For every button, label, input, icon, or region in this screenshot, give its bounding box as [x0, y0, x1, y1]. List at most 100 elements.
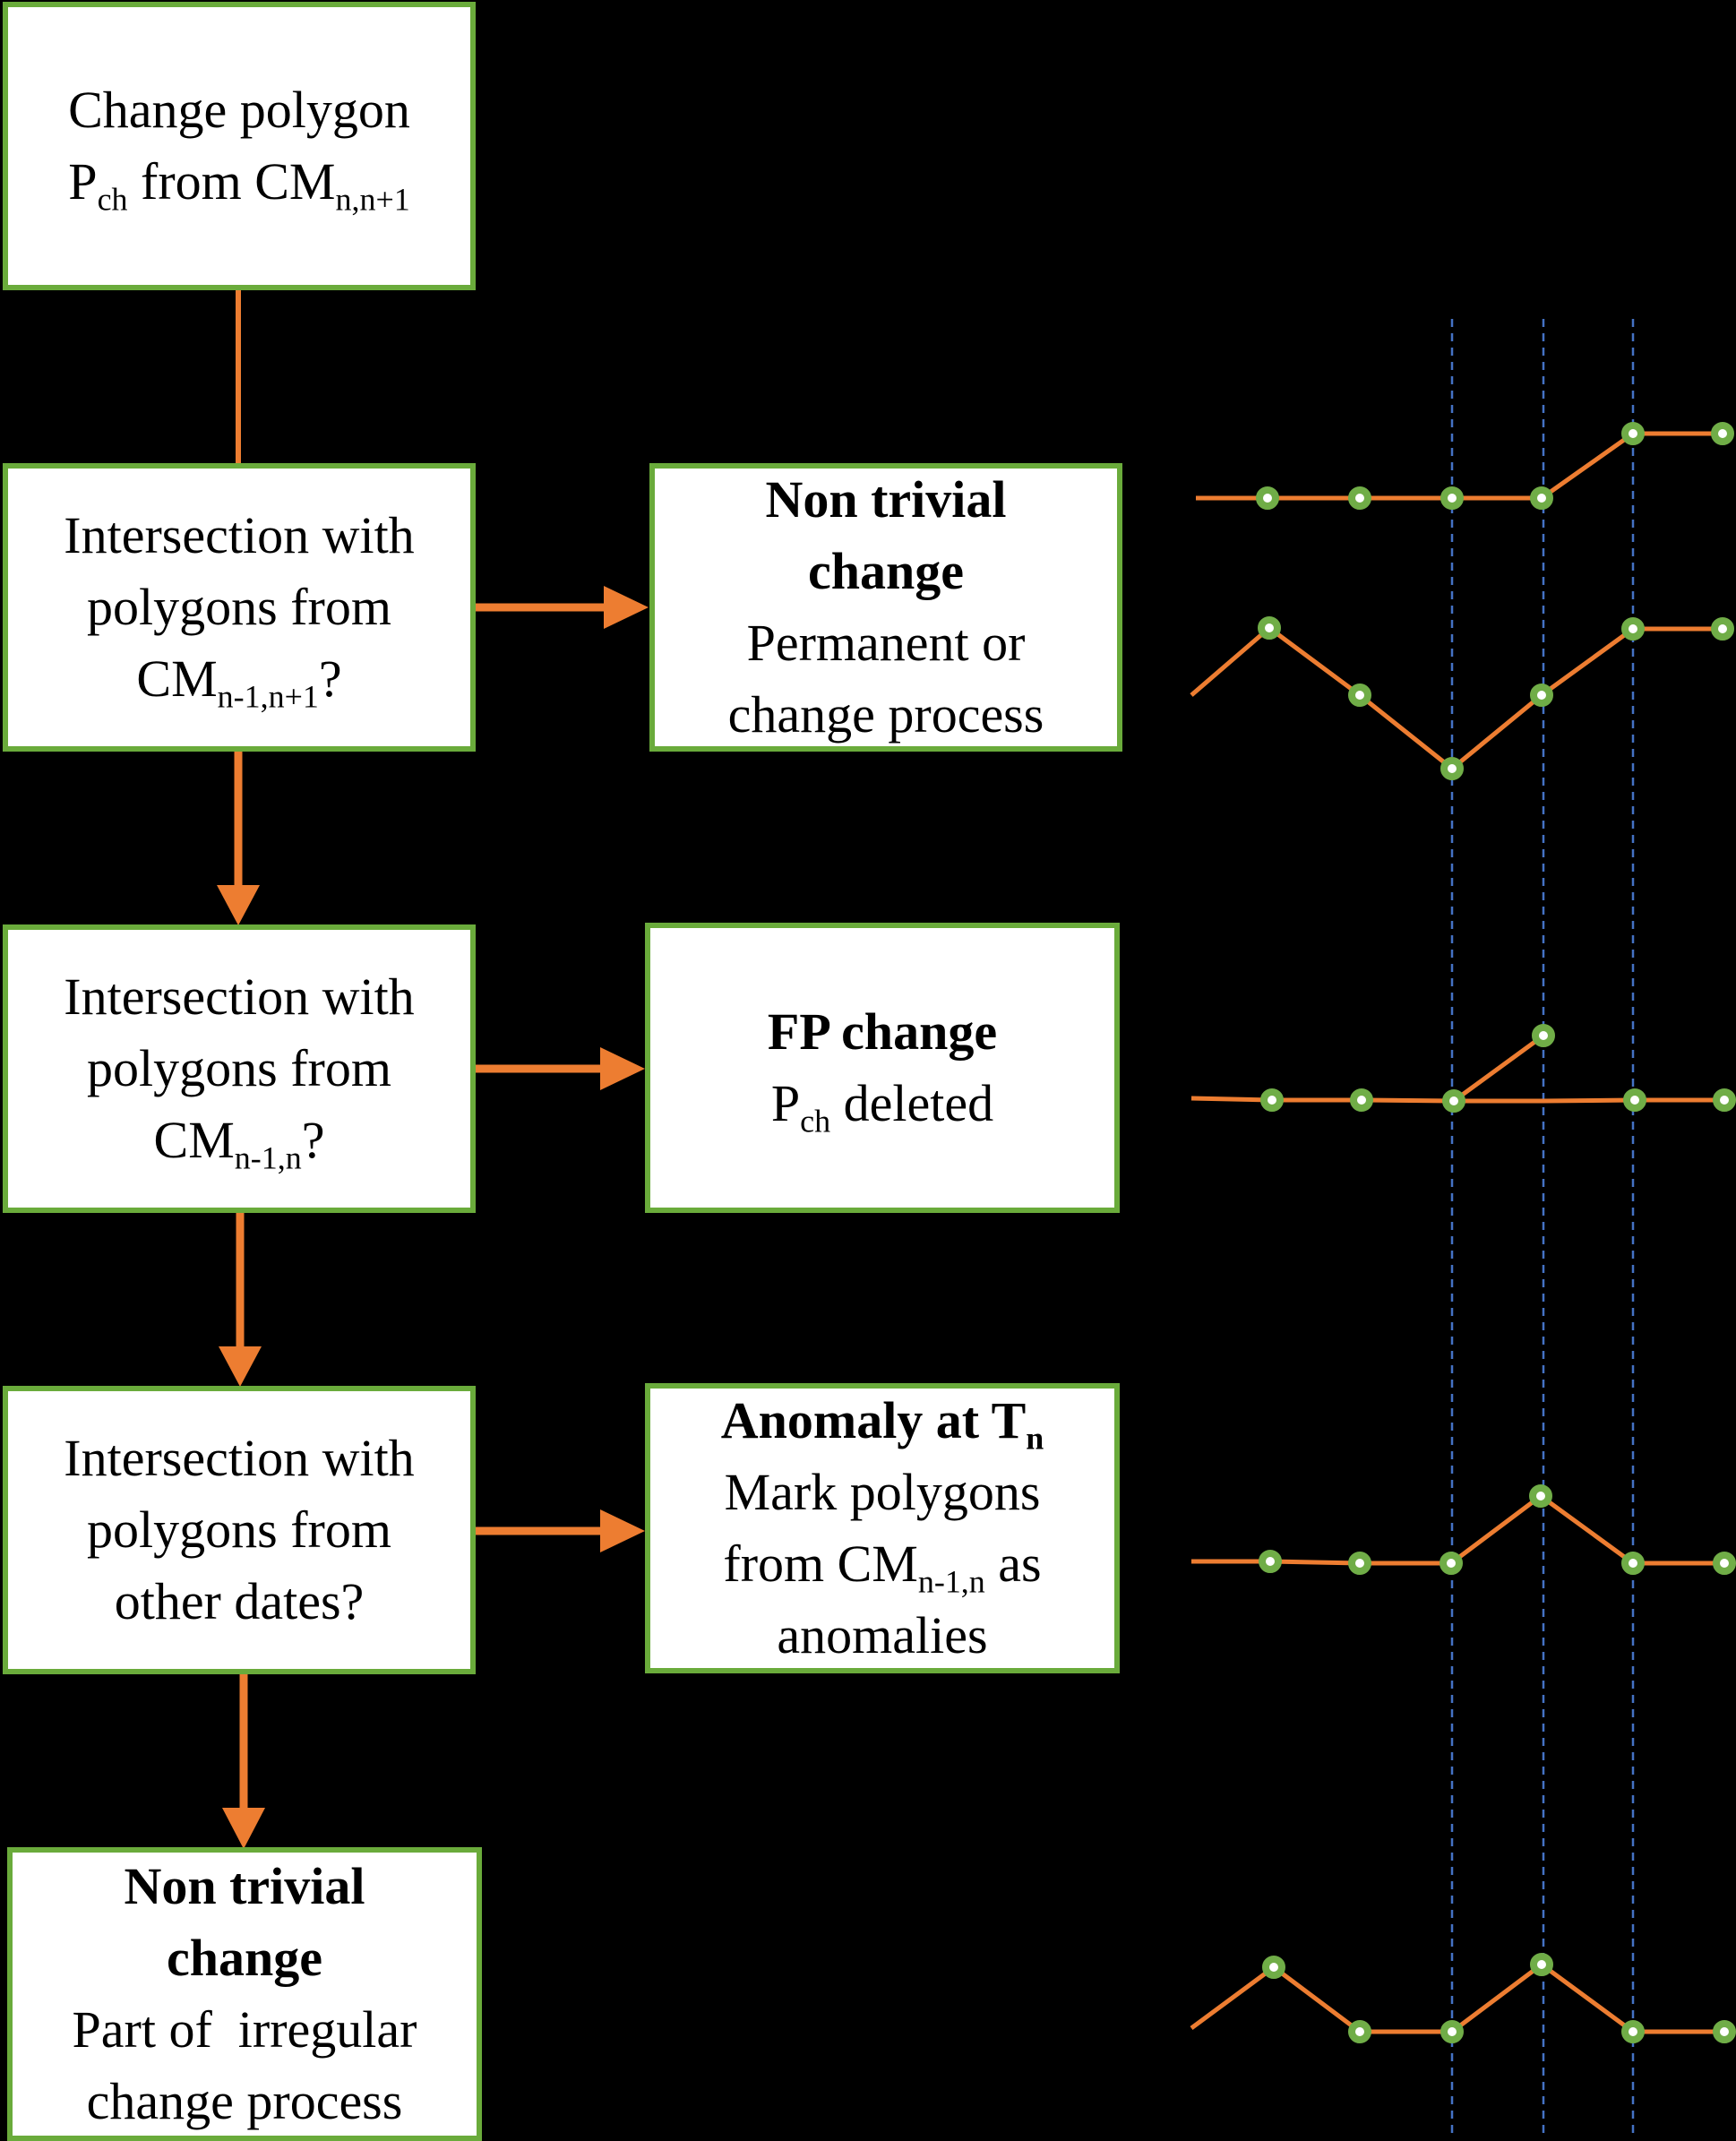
point-marker	[1256, 486, 1279, 510]
q2-line-2: polygons from	[87, 1039, 391, 1097]
end-title-1: Non trivial	[124, 1857, 365, 1915]
r3-title: Anomaly at Tn	[721, 1385, 1044, 1457]
q1-cm-sub: n-1,n+1	[217, 678, 319, 715]
q1-line-3: CMn-1,n+1?	[136, 643, 341, 715]
r3-as: as	[984, 1535, 1042, 1593]
point-marker	[1348, 2020, 1371, 2043]
point-marker	[1711, 422, 1734, 445]
point-marker	[1258, 616, 1281, 640]
point-marker	[1350, 1088, 1373, 1112]
pattern-irregular-process	[1190, 1953, 1736, 2043]
decision-box-2: Intersection with polygons from CMn-1,n?	[3, 924, 476, 1213]
fp-spike-line	[1452, 1033, 1545, 1104]
decision-box-1: Intersection with polygons from CMn-1,n+…	[3, 463, 476, 752]
end-title-2: change	[167, 1929, 322, 1987]
point-marker	[1348, 486, 1371, 510]
point-marker	[1442, 1089, 1465, 1113]
result-box-2: FP change Pch deleted	[645, 923, 1120, 1213]
start-line-2: Pch from CMn,n+1	[68, 146, 409, 218]
q2-question-mark: ?	[301, 1111, 325, 1169]
start-pch-sub: ch	[97, 181, 128, 218]
point-marker	[1532, 1024, 1555, 1047]
r2-pch-sub: ch	[800, 1103, 831, 1139]
point-marker	[1530, 1953, 1553, 1976]
point-marker	[1621, 1552, 1645, 1575]
point-marker	[1348, 1552, 1371, 1575]
point-marker	[1621, 617, 1645, 641]
point-marker	[1440, 757, 1464, 780]
start-line-1: Change polygon	[68, 81, 410, 139]
series-markers	[1259, 1484, 1736, 1575]
q2-line-3: CMn-1,n?	[154, 1105, 325, 1176]
r1-line-3: Permanent or	[746, 614, 1026, 672]
arrow-q3-to-r3-head	[600, 1509, 645, 1552]
q2-cm: CM	[153, 1111, 235, 1169]
r2-deleted: deleted	[830, 1074, 994, 1132]
q1-question-mark: ?	[318, 649, 342, 708]
r3-line-4: anomalies	[777, 1606, 988, 1664]
r3-from-cm: from CM	[723, 1535, 918, 1593]
r1-title-2: change	[808, 542, 964, 600]
q3-line-2: polygons from	[87, 1500, 391, 1559]
start-cm-sub: n,n+1	[335, 181, 410, 218]
r3-line-2: Mark polygons	[724, 1463, 1041, 1521]
q2-line-1: Intersection with	[64, 967, 415, 1026]
point-marker	[1259, 1550, 1282, 1573]
arrow-q2-to-r2-head	[600, 1047, 645, 1090]
pattern-anomaly	[1191, 1484, 1736, 1575]
pattern-permanent-change	[1196, 422, 1734, 510]
decision-box-3: Intersection with polygons from other da…	[3, 1386, 476, 1674]
point-marker	[1440, 2020, 1464, 2043]
end-line-4: change process	[86, 2072, 403, 2130]
series-markers	[1258, 616, 1734, 780]
arrow-q3-to-end-head	[222, 1808, 265, 1849]
q3-line-3: other dates?	[114, 1572, 365, 1630]
series-line	[1190, 624, 1723, 772]
q1-cm: CM	[136, 649, 218, 708]
r3-line-3: from CMn-1,n as	[723, 1528, 1041, 1600]
arrow-q1-to-r1-head	[604, 586, 649, 629]
time-guide-lines	[1450, 319, 1635, 2137]
point-marker	[1262, 1956, 1285, 1979]
point-marker	[1530, 684, 1553, 707]
start-from-cm: from CM	[127, 152, 336, 211]
end-line-3: Part of irregular	[72, 2000, 417, 2059]
point-marker	[1713, 1088, 1736, 1112]
r3-anomaly-at-t: Anomaly at T	[720, 1391, 1027, 1449]
start-pch: P	[68, 152, 98, 211]
pattern-fp-change	[1190, 1024, 1736, 1113]
r1-line-4: change process	[727, 685, 1044, 744]
flow-connectors	[217, 288, 649, 1849]
r3-cm-sub: n-1,n	[917, 1563, 985, 1600]
r2-title: FP change	[767, 1002, 998, 1061]
arrow-q2-to-q3-head	[219, 1346, 262, 1387]
series-line	[1196, 431, 1723, 501]
end-box: Non trivial change Part of irregular cha…	[7, 1847, 482, 2141]
point-marker	[1623, 1088, 1646, 1112]
r2-line-2: Pch deleted	[771, 1068, 993, 1139]
point-marker	[1440, 486, 1464, 510]
q3-line-1: Intersection with	[64, 1429, 415, 1487]
point-marker	[1348, 684, 1371, 707]
result-box-3: Anomaly at Tn Mark polygons from CMn-1,n…	[645, 1383, 1120, 1673]
q1-line-1: Intersection with	[64, 506, 415, 564]
point-marker	[1260, 1088, 1284, 1112]
point-marker	[1621, 2020, 1645, 2043]
r2-pch: P	[770, 1074, 801, 1132]
q1-line-2: polygons from	[87, 578, 391, 636]
point-marker	[1530, 486, 1553, 510]
r1-title-1: Non trivial	[765, 470, 1007, 529]
point-marker	[1440, 1552, 1463, 1575]
arrow-q1-to-q2-head	[217, 885, 260, 925]
point-marker	[1529, 1484, 1552, 1508]
point-marker	[1713, 1552, 1736, 1575]
q2-cm-sub: n-1,n	[234, 1139, 302, 1176]
r3-t-sub: n	[1026, 1420, 1044, 1457]
point-marker	[1713, 2020, 1736, 2043]
start-box: Change polygon Pch from CMn,n+1	[3, 2, 476, 290]
result-box-1: Non trivial change Permanent or change p…	[649, 463, 1122, 752]
series-markers	[1262, 1953, 1736, 2043]
series-markers	[1260, 1024, 1736, 1113]
point-marker	[1711, 617, 1734, 641]
